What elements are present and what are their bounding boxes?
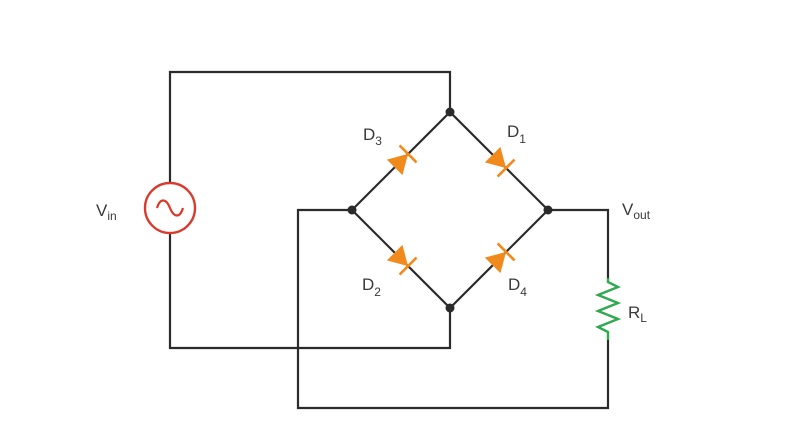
node-bottom [445, 303, 455, 313]
wire-source-top [168, 70, 452, 184]
diode-d4-icon [484, 242, 516, 274]
node-left [347, 205, 357, 215]
label-rl: RL [628, 303, 647, 325]
wire-output [546, 208, 610, 280]
diode-d2-icon [386, 244, 418, 276]
wire-return [296, 208, 610, 410]
resistor-icon [594, 278, 622, 340]
node-top [445, 107, 455, 117]
ac-source-icon [143, 181, 197, 235]
node-right [543, 205, 553, 215]
label-d3: D3 [363, 125, 382, 148]
diode-d1-icon [484, 146, 516, 178]
junction-nodes [347, 107, 553, 313]
label-vout: Vout [622, 200, 651, 222]
label-d4: D4 [508, 275, 527, 299]
diode-d3-icon [386, 144, 418, 176]
label-d1: D1 [507, 122, 526, 146]
label-vin: Vin [96, 201, 117, 223]
wire-source-bottom [168, 233, 452, 350]
label-d2: D2 [362, 275, 381, 299]
wires [168, 70, 610, 410]
